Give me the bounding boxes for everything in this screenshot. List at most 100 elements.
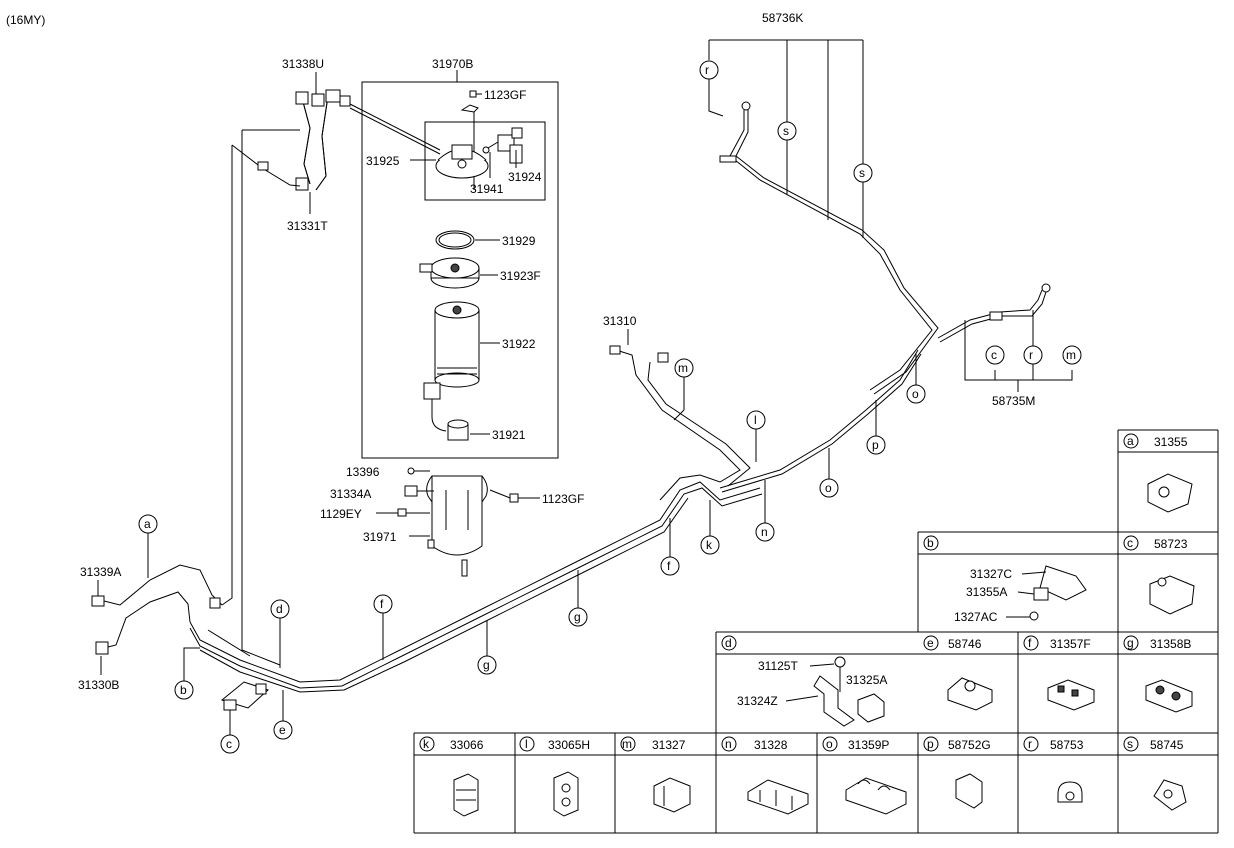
part-31929: 31929	[502, 234, 536, 248]
detail-cell-a: a 31355	[1123, 433, 1193, 513]
svg-text:l: l	[754, 413, 757, 427]
svg-text:58752G: 58752G	[948, 738, 991, 752]
svg-text:33065H: 33065H	[548, 738, 590, 752]
detail-cell-k: k 33066	[419, 736, 484, 817]
detail-cell-e: e 58746	[923, 635, 993, 711]
clip-m-right	[1062, 345, 1082, 365]
svg-text:31325A: 31325A	[846, 673, 887, 687]
svg-text:n: n	[761, 525, 768, 539]
svg-text:k: k	[423, 737, 430, 751]
hose-assembly-31338U	[295, 89, 351, 191]
svg-text:31125T: 31125T	[758, 659, 798, 673]
svg-text:31328: 31328	[754, 738, 788, 752]
part-31923F: 31923F	[500, 269, 541, 283]
svg-text:31358B: 31358B	[1150, 637, 1191, 651]
svg-text:s: s	[1127, 737, 1133, 751]
svg-text:m: m	[678, 361, 688, 375]
detail-cell-d: d 31125T 31325A 31324Z	[721, 635, 887, 727]
svg-text:m: m	[1066, 348, 1076, 362]
svg-text:r: r	[1029, 348, 1033, 362]
svg-text:g: g	[483, 658, 490, 672]
cap-31923F	[419, 257, 480, 289]
part-58735M: 58735M	[992, 394, 1035, 408]
part-31331T: 31331T	[287, 219, 328, 233]
part-31941: 31941	[470, 182, 504, 196]
part-58736K: 58736K	[762, 11, 803, 25]
detail-cell-r: r 58753	[1023, 736, 1084, 803]
part-1123GF-top: 1123GF	[484, 88, 526, 102]
svg-text:k: k	[706, 538, 713, 552]
svg-text:31324Z: 31324Z	[737, 694, 778, 708]
filter-cartridge-31922	[434, 301, 480, 388]
svg-text:l: l	[525, 737, 528, 751]
svg-text:g: g	[574, 610, 581, 624]
fuel-line-main-harness	[189, 481, 763, 693]
detail-cell-m: m 31327	[620, 736, 691, 813]
detail-cell-n: n 31328	[721, 736, 809, 815]
part-31924: 31924	[508, 170, 542, 184]
svg-text:31327C: 31327C	[970, 567, 1012, 581]
svg-text:d: d	[725, 636, 732, 650]
svg-text:a: a	[144, 517, 151, 531]
part-31339A: 31339A	[80, 565, 121, 579]
svg-text:31355A: 31355A	[966, 585, 1007, 599]
svg-text:d: d	[276, 602, 283, 616]
svg-text:c: c	[226, 737, 232, 751]
detail-cell-p: p 58752G	[923, 736, 991, 809]
sensor-31924	[482, 127, 523, 164]
part-31971: 31971	[363, 530, 397, 544]
detail-cell-o: o 31359P	[822, 736, 907, 815]
svg-text:e: e	[927, 636, 934, 650]
svg-text:f: f	[667, 559, 671, 573]
svg-text:s: s	[859, 166, 865, 180]
svg-text:s: s	[783, 124, 789, 138]
part-1123GF-bracket: 1123GF	[542, 492, 584, 506]
svg-text:58753: 58753	[1050, 738, 1084, 752]
detail-table	[413, 429, 1219, 834]
hose-31330B	[95, 591, 191, 655]
part-31310: 31310	[603, 314, 637, 328]
svg-text:e: e	[279, 723, 286, 737]
heater-31921	[423, 382, 469, 441]
part-31970B: 31970B	[432, 57, 473, 71]
part-31921: 31921	[492, 428, 526, 442]
clip-c-right	[985, 345, 1005, 365]
svg-text:31355: 31355	[1154, 435, 1188, 449]
filter-head-box	[424, 121, 546, 201]
svg-text:c: c	[1127, 536, 1133, 550]
detail-cell-c: c 58723	[1123, 535, 1195, 615]
part-31338U: 31338U	[282, 57, 324, 71]
svg-text:n: n	[725, 737, 732, 751]
detail-cell-f: f 31357F	[1023, 635, 1095, 711]
bracket-harness-mount	[220, 681, 269, 711]
detail-cell-s: s 58745	[1123, 736, 1187, 811]
screw-1123GF-top	[469, 90, 482, 98]
fuel-line-upper-right	[719, 101, 1051, 395]
part-31925: 31925	[366, 154, 400, 168]
fuel-line-mid	[609, 345, 922, 501]
part-31330B: 31330B	[78, 678, 119, 692]
filter-head-31925	[435, 144, 489, 179]
svg-text:m: m	[622, 737, 632, 751]
model-year-label: (16MY)	[6, 13, 45, 27]
svg-text:33066: 33066	[450, 738, 484, 752]
svg-text:b: b	[927, 536, 934, 550]
filter-module-box	[361, 81, 559, 459]
svg-text:58723: 58723	[1154, 537, 1188, 551]
svg-text:o: o	[826, 737, 833, 751]
svg-text:g: g	[1127, 636, 1134, 650]
o-ring-31929	[435, 230, 475, 250]
part-1129EY: 1129EY	[320, 507, 362, 521]
clip-r-top	[699, 60, 719, 80]
clip-r-right	[1023, 345, 1043, 365]
svg-text:a: a	[1127, 434, 1134, 448]
part-13396: 13396	[346, 465, 380, 479]
svg-text:r: r	[705, 63, 709, 77]
svg-text:31357F: 31357F	[1050, 637, 1091, 651]
svg-text:31327: 31327	[652, 738, 686, 752]
bracket-31971	[426, 475, 488, 577]
part-31334A: 31334A	[330, 487, 371, 501]
svg-text:r: r	[1028, 737, 1032, 751]
svg-text:o: o	[825, 481, 832, 495]
